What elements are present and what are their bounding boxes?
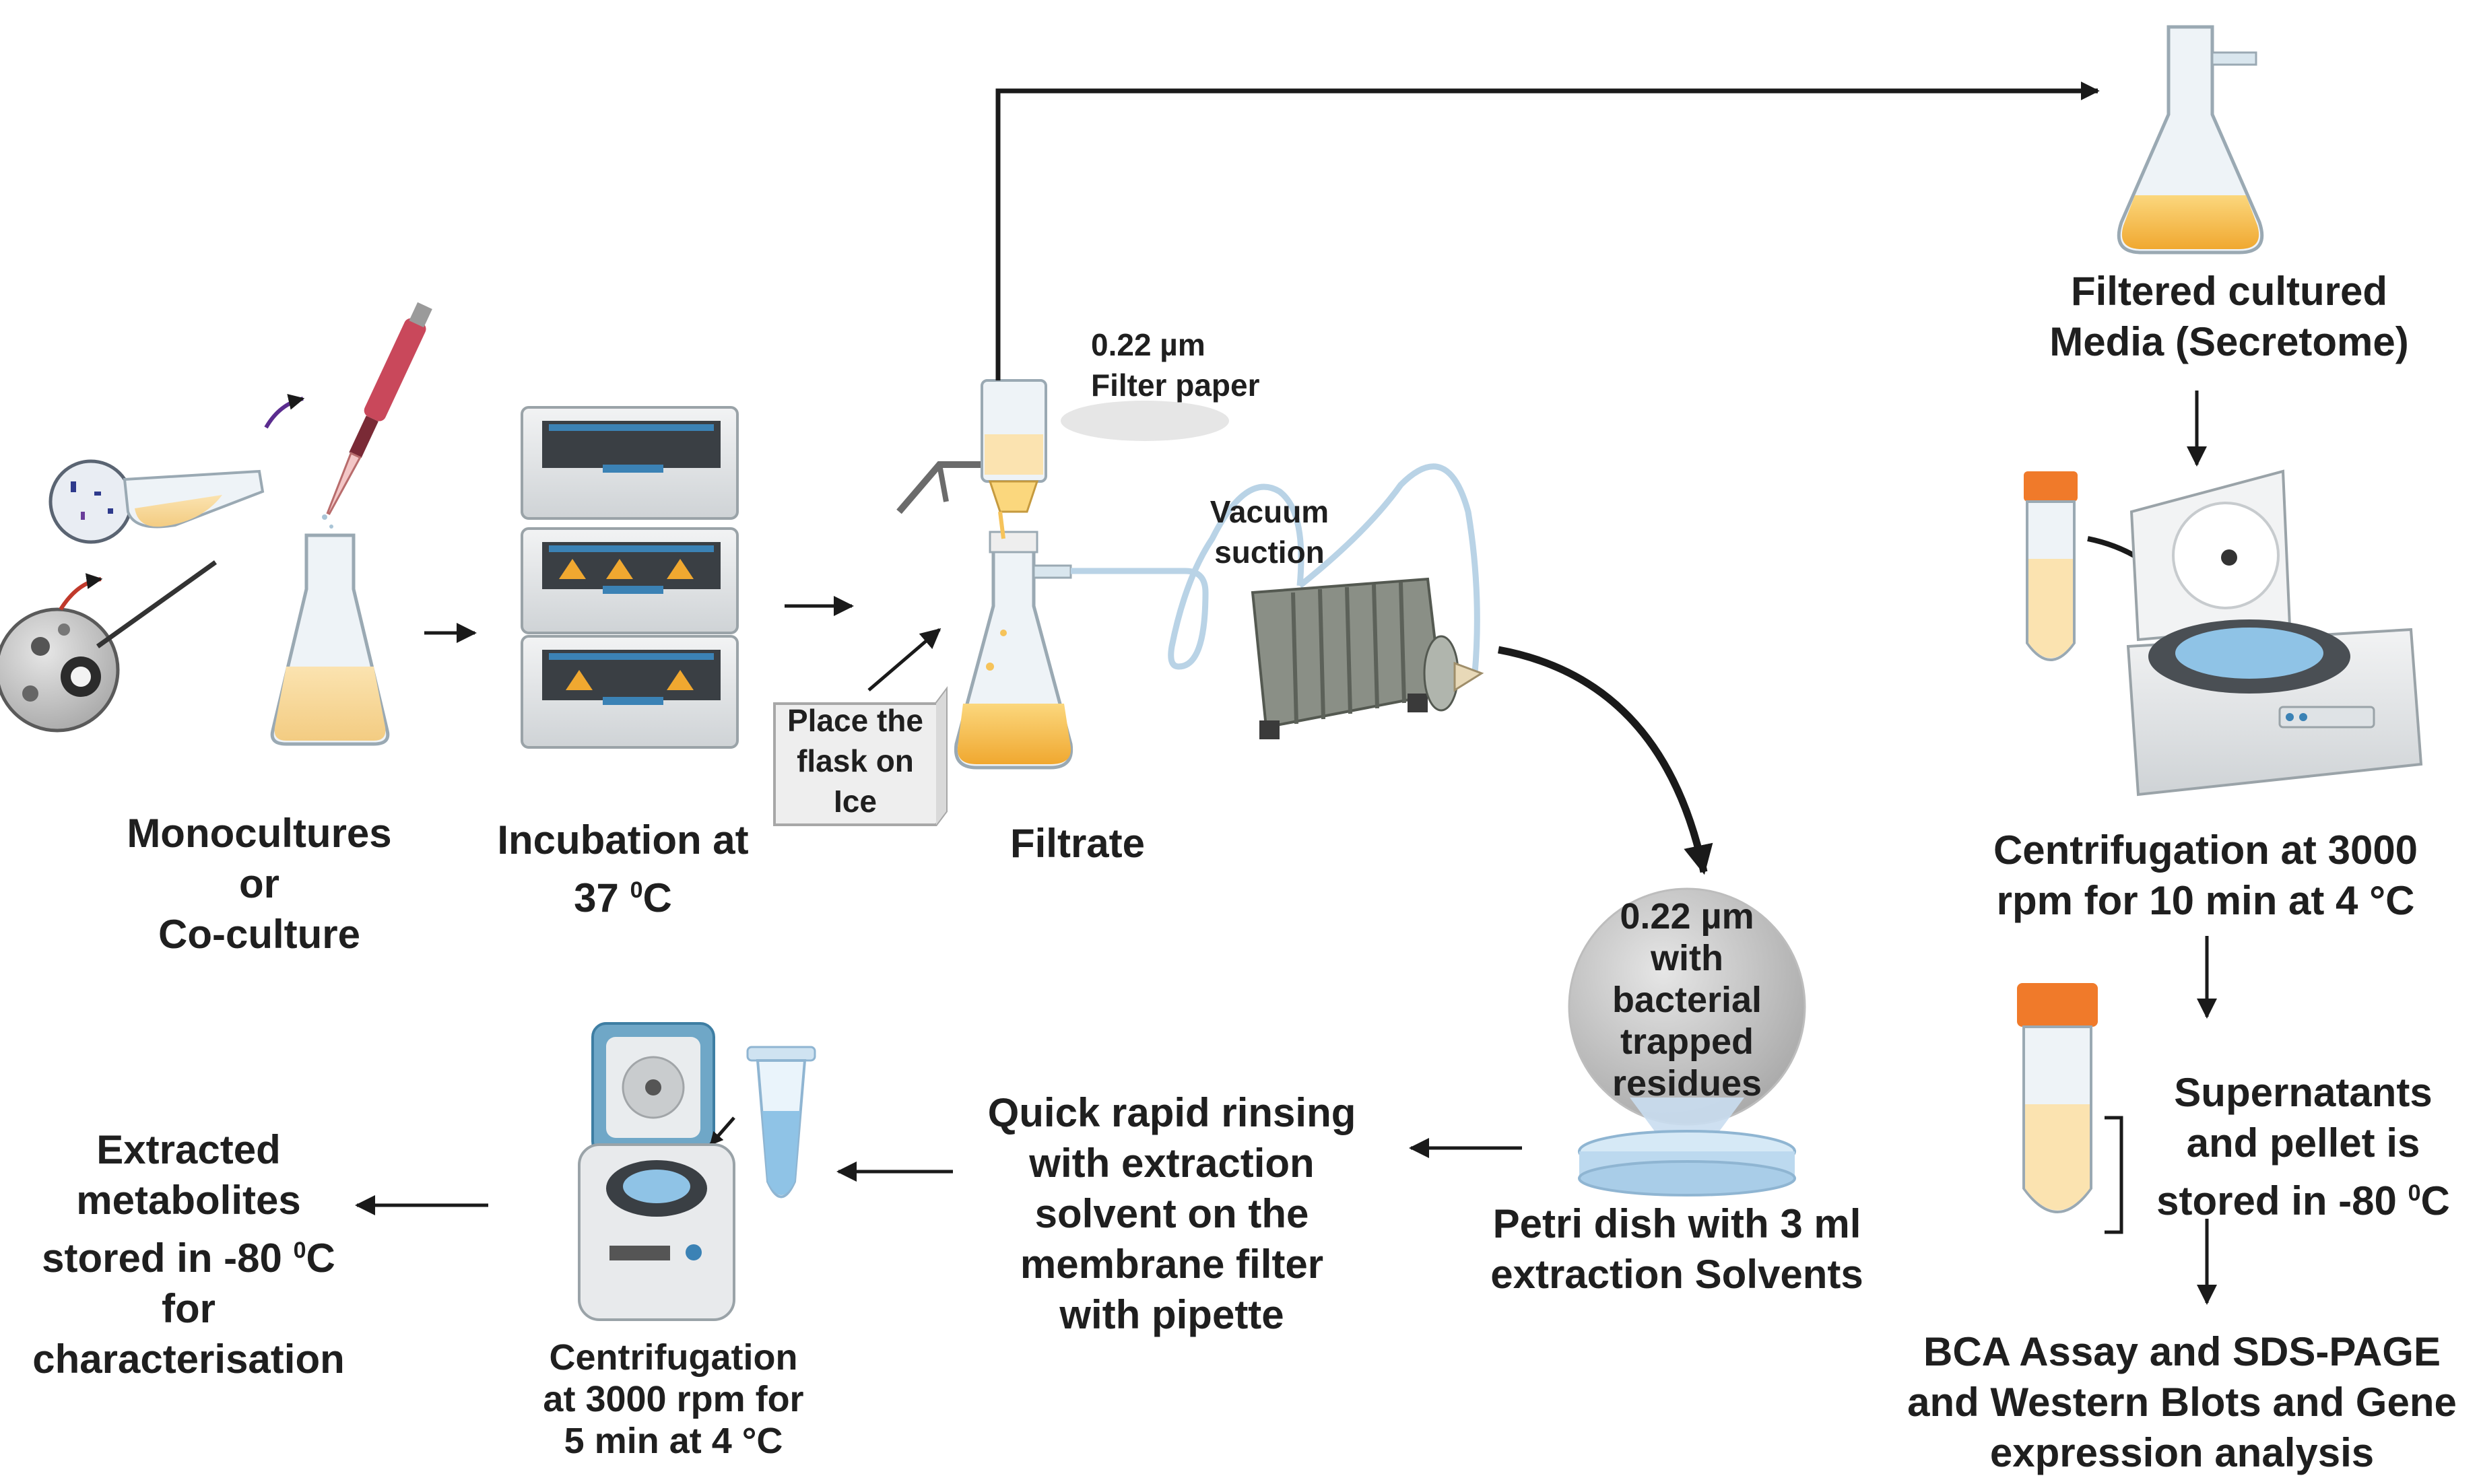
large-centrifuge-illustration	[2024, 469, 2423, 797]
label-line: at 3000 rpm for	[543, 1379, 804, 1419]
label-membrane: 0.22 µm with bacterial trapped residues	[1599, 896, 1775, 1104]
label-line: 37 0C	[471, 865, 774, 923]
label-line: with pipette	[1059, 1292, 1284, 1337]
label-line: characterisation	[32, 1337, 345, 1382]
membrane-petri-illustration	[1568, 887, 1806, 1196]
temp-unit: C	[642, 875, 672, 920]
label-culture: Monocultures or Co-culture	[91, 808, 428, 959]
label-line: extraction Solvents	[1490, 1252, 1863, 1297]
label-centrifuge-large: Centrifugation at 3000 rpm for 10 min at…	[1950, 825, 2461, 926]
label-line: 0.22 µm	[1091, 327, 1205, 362]
label-line: rpm for 10 min at 4 °C	[1996, 878, 2415, 923]
label-line: Co-culture	[158, 912, 360, 957]
ice-block	[773, 686, 948, 826]
storage-unit: C	[2420, 1178, 2450, 1223]
label-vacuum: Vacuum suction	[1185, 492, 1354, 572]
label-line: Petri dish with 3 ml	[1492, 1201, 1861, 1246]
storage-text: stored in -80	[42, 1236, 294, 1281]
storage-unit: C	[306, 1236, 335, 1281]
label-petri: Petri dish with 3 ml extraction Solvents	[1448, 1199, 1906, 1300]
label-line: Extracted	[96, 1127, 281, 1172]
label-line: with extraction	[1029, 1141, 1315, 1186]
storage-text: stored in -80	[2156, 1178, 2408, 1223]
label-line: 5 min at 4 °C	[564, 1421, 783, 1461]
label-line: Ice	[834, 784, 877, 819]
label-line: metabolites	[76, 1178, 301, 1223]
label-line: solvent on the	[1034, 1191, 1309, 1236]
label-line: Filter paper	[1091, 368, 1260, 403]
vacuum-filtration-illustration	[896, 379, 1229, 770]
label-line: membrane filter	[1020, 1242, 1324, 1287]
label-centrifuge-small: Centrifugation at 3000 rpm for 5 min at …	[498, 1337, 849, 1462]
label-line: Centrifugation	[549, 1337, 798, 1378]
label-ice: Place the flask on Ice	[774, 700, 936, 821]
label-rinse: Quick rapid rinsing with extraction solv…	[943, 1087, 1401, 1340]
arrow-ice-to-flask	[867, 628, 941, 692]
label-line: residues	[1612, 1063, 1762, 1104]
label-line: Place the	[787, 703, 923, 738]
label-line: Incubation at	[497, 817, 749, 863]
label-line: and Western Blots and Gene	[1907, 1380, 2457, 1425]
secretome-flask-illustration	[2117, 25, 2264, 255]
label-line: Centrifugation at 3000	[1993, 828, 2418, 873]
label-line: Media (Secretome)	[2049, 319, 2409, 364]
label-line: suction	[1214, 535, 1325, 570]
label-line: stored in -80 0C	[7, 1225, 370, 1283]
label-line: trapped	[1620, 1021, 1754, 1062]
label-line: Filtered cultured	[2070, 269, 2388, 314]
label-line: with	[1651, 938, 1723, 978]
temp-degree: 0	[630, 877, 643, 903]
label-line: Monocultures	[127, 811, 392, 856]
supernatant-tube-illustration	[2017, 983, 2123, 1234]
label-filtrate: Filtrate	[1010, 821, 1146, 866]
label-line: stored in -80 0C	[2135, 1168, 2472, 1226]
microtube-illustration	[746, 1046, 816, 1199]
incubator-shaker-illustration	[521, 406, 739, 749]
label-line: or	[239, 861, 279, 906]
arrow-filtration-to-secretome	[995, 81, 2100, 380]
label-line: bacterial	[1612, 980, 1762, 1020]
label-extracted: Extracted metabolites stored in -80 0C f…	[7, 1124, 370, 1384]
label-line: Vacuum	[1210, 494, 1329, 529]
vacuum-pump-illustration	[1071, 463, 1484, 739]
label-line: 0.22 µm	[1620, 896, 1754, 937]
label-line: BCA Assay and SDS-PAGE	[1923, 1329, 2441, 1374]
culture-illustration	[0, 302, 432, 746]
label-secretome: Filtered cultured Media (Secretome)	[1993, 266, 2465, 367]
temp-value: 37	[574, 875, 630, 920]
label-assay: BCA Assay and SDS-PAGE and Western Blots…	[1892, 1326, 2472, 1478]
small-centrifuge-illustration	[578, 1022, 735, 1321]
storage-degree: 0	[293, 1238, 306, 1263]
label-line: Quick rapid rinsing	[987, 1090, 1356, 1135]
label-line: for	[162, 1286, 216, 1331]
label-line: expression analysis	[1989, 1430, 2375, 1475]
label-line: flask on	[797, 743, 914, 778]
label-filter-paper: 0.22 µm Filter paper	[1091, 325, 1320, 405]
label-line: and pellet is	[2186, 1120, 2420, 1166]
label-incubation: Incubation at 37 0C	[471, 815, 774, 923]
arrow-pump-to-membrane	[1498, 646, 1713, 875]
label-line: Supernatants	[2174, 1070, 2433, 1115]
storage-degree: 0	[2408, 1180, 2421, 1206]
label-supernatants: Supernatants and pellet is stored in -80…	[2135, 1067, 2472, 1226]
